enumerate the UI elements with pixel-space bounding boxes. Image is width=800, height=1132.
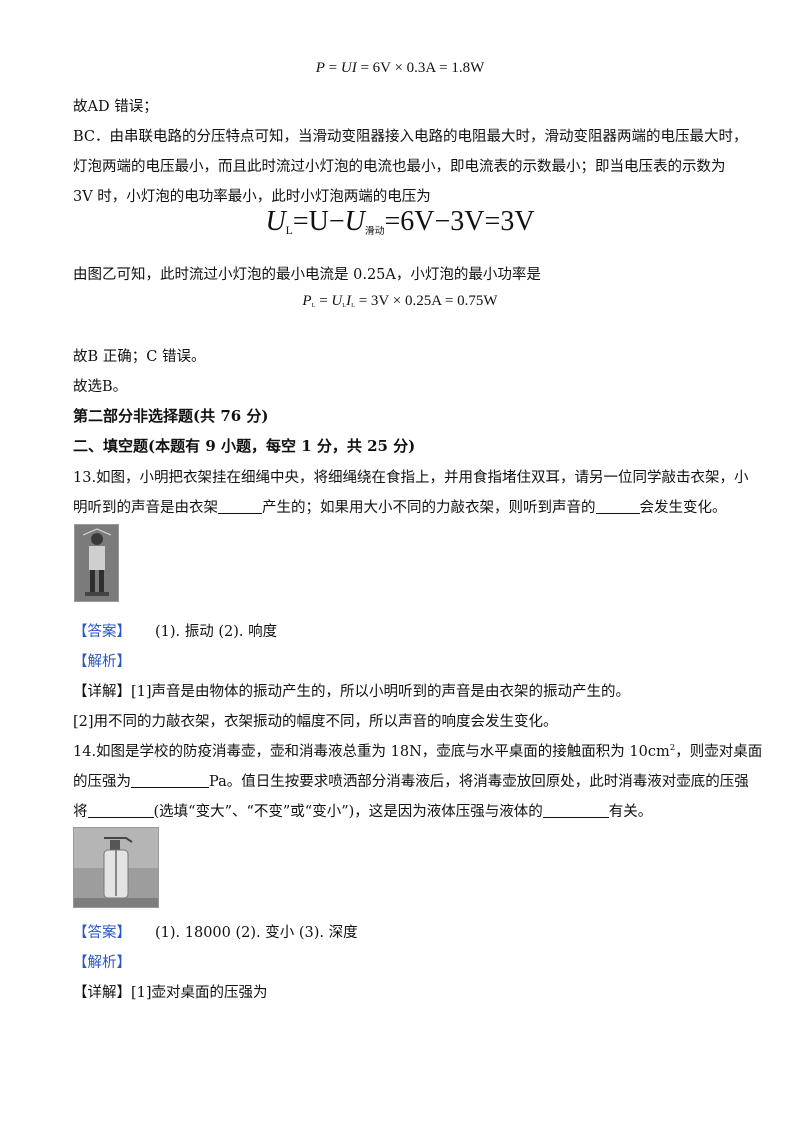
question-13-text: 明听到的声音是由衣架 产生的；如果用大小不同的力敲衣架，则听到声音的 会发生变化。 <box>73 496 727 517</box>
text-segment: 产生的；如果用大小不同的力敲衣架，则听到声音的 <box>262 500 596 516</box>
formula-text: = <box>324 60 341 76</box>
answer-blank <box>131 775 209 788</box>
text-line: 由图乙可知，此时流过小灯泡的最小电流是 0.25A，小灯泡的最小功率是 <box>73 267 541 283</box>
answer-tag: 【答案】 <box>73 925 131 941</box>
formula-power: P = UI = 6V × 0.3A = 1.8W <box>0 60 800 77</box>
text-segment: 的压强为 <box>73 774 131 790</box>
answer-blank <box>542 805 609 818</box>
text-line: 灯泡两端的电压最小，而且此时流过小灯泡的电流也最小，即电流表的示数最小；即当电压… <box>73 159 726 175</box>
text-line: 3V 时，小灯泡的电功率最小，此时小灯泡两端的电压为 <box>73 189 431 205</box>
analysis-tag: 【解析】 <box>73 654 131 670</box>
text-line: BC．由串联电路的分压特点可知，当滑动变阻器接入电路的电阻最大时，滑动变阻器两端… <box>73 129 748 145</box>
spray-bottle-image <box>74 828 158 907</box>
answer-blank <box>595 501 640 514</box>
formula-subscript: L <box>311 302 316 310</box>
formula-text: = 6V × 0.3A = 1.8W <box>356 60 485 76</box>
formula-symbol: P <box>315 60 325 76</box>
formula-symbol: U <box>265 206 286 237</box>
question-13-photo <box>74 524 119 602</box>
question-14-text: 将 (选填“变大”、“不变”或“变小”)，这是因为液体压强与液体的 有关。 <box>73 800 652 821</box>
text-segment: (选填“变大”、“不变”或“变小”)，这是因为液体压强与液体的 <box>153 804 543 820</box>
part-heading: 第二部分非选择题(共 76 分) <box>73 407 269 425</box>
formula-symbol: P <box>302 293 312 309</box>
detail-tag: 【详解】 <box>73 985 131 1001</box>
answer-line: 【答案】 (1). 振动 (2). 响度 <box>73 620 277 641</box>
superscript: 2 <box>669 743 676 754</box>
text-segment: 有关。 <box>608 804 653 820</box>
question-14-text: 14.如图是学校的防疫消毒壶，壶和消毒液总重为 18N，壶底与水平桌面的接触面积… <box>73 740 762 761</box>
detail-line: 【详解】[1]声音是由物体的振动产生的，所以小明听到的声音是由衣架的振动产生的。 <box>73 680 630 701</box>
text-segment: 14.如图是学校的防疫消毒壶，壶和消毒液总重为 18N，壶底与水平桌面的接触面积… <box>73 744 670 760</box>
analysis-tag: 【解析】 <box>73 955 131 971</box>
formula-voltage: UL=U−U滑动=6V−3V=3V <box>0 206 800 238</box>
question-14-text: 的压强为 Pa。值日生按要求喷洒部分消毒液后，将消毒壶放回原处，此时消毒液对壶底的… <box>73 770 749 791</box>
detail-line: 【详解】[1]壶对桌面的压强为 <box>73 981 268 1002</box>
formula-symbol: U <box>344 206 365 237</box>
formula-symbol: U <box>331 293 343 309</box>
formula-text: = <box>315 293 332 309</box>
formula-text: =6V−3V=3V <box>384 206 535 237</box>
detail-line: [2]用不同的力敲衣架，衣架振动的幅度不同，所以声音的响度会发生变化。 <box>73 714 558 730</box>
formula-text: =U− <box>292 206 345 237</box>
answer-text: (1). 振动 (2). 响度 <box>155 624 278 640</box>
text-line: 故选B。 <box>73 379 128 395</box>
person-hanger-image <box>75 525 118 601</box>
answer-blank <box>218 501 262 514</box>
text-segment: 明听到的声音是由衣架 <box>73 500 218 516</box>
formula-symbol: U <box>340 60 352 76</box>
text-segment: ，则壶对桌面 <box>675 744 763 760</box>
question-14-photo <box>73 827 159 908</box>
text-line: 故B 正确；C 错误。 <box>73 349 206 365</box>
text-line: 故AD 错误； <box>73 99 158 115</box>
answer-tag: 【答案】 <box>73 624 131 640</box>
section-heading: 二、填空题(本题有 9 小题，每空 1 分，共 25 分) <box>73 437 416 455</box>
formula-symbol: I <box>351 60 357 76</box>
formula-subscript: L <box>351 302 355 310</box>
detail-text: [1]壶对桌面的压强为 <box>131 985 268 1001</box>
text-segment: 将 <box>73 804 88 820</box>
answer-line: 【答案】 (1). 18000 (2). 变小 (3). 深度 <box>73 921 358 942</box>
formula-subscript: L <box>342 302 347 310</box>
formula-min-power: PL = ULIL = 3V × 0.25A = 0.75W <box>0 293 800 310</box>
detail-tag: 【详解】 <box>73 684 131 700</box>
formula-subscript: 滑动 <box>364 225 385 237</box>
text-segment: Pa。值日生按要求喷洒部分消毒液后，将消毒壶放回原处，此时消毒液对壶底的压强 <box>209 774 749 790</box>
answer-text: (1). 18000 (2). 变小 (3). 深度 <box>155 925 358 941</box>
formula-text: = 3V × 0.25A = 0.75W <box>354 293 498 309</box>
question-13-text: 13.如图，小明把衣架挂在细绳中央，将细绳绕在食指上，并用食指堵住双耳，请另一位… <box>73 470 749 486</box>
text-segment: 会发生变化。 <box>639 500 727 516</box>
formula-subscript: L <box>285 224 293 238</box>
answer-blank <box>87 805 154 818</box>
formula-symbol: I <box>346 293 352 309</box>
detail-text: [1]声音是由物体的振动产生的，所以小明听到的声音是由衣架的振动产生的。 <box>131 684 631 700</box>
